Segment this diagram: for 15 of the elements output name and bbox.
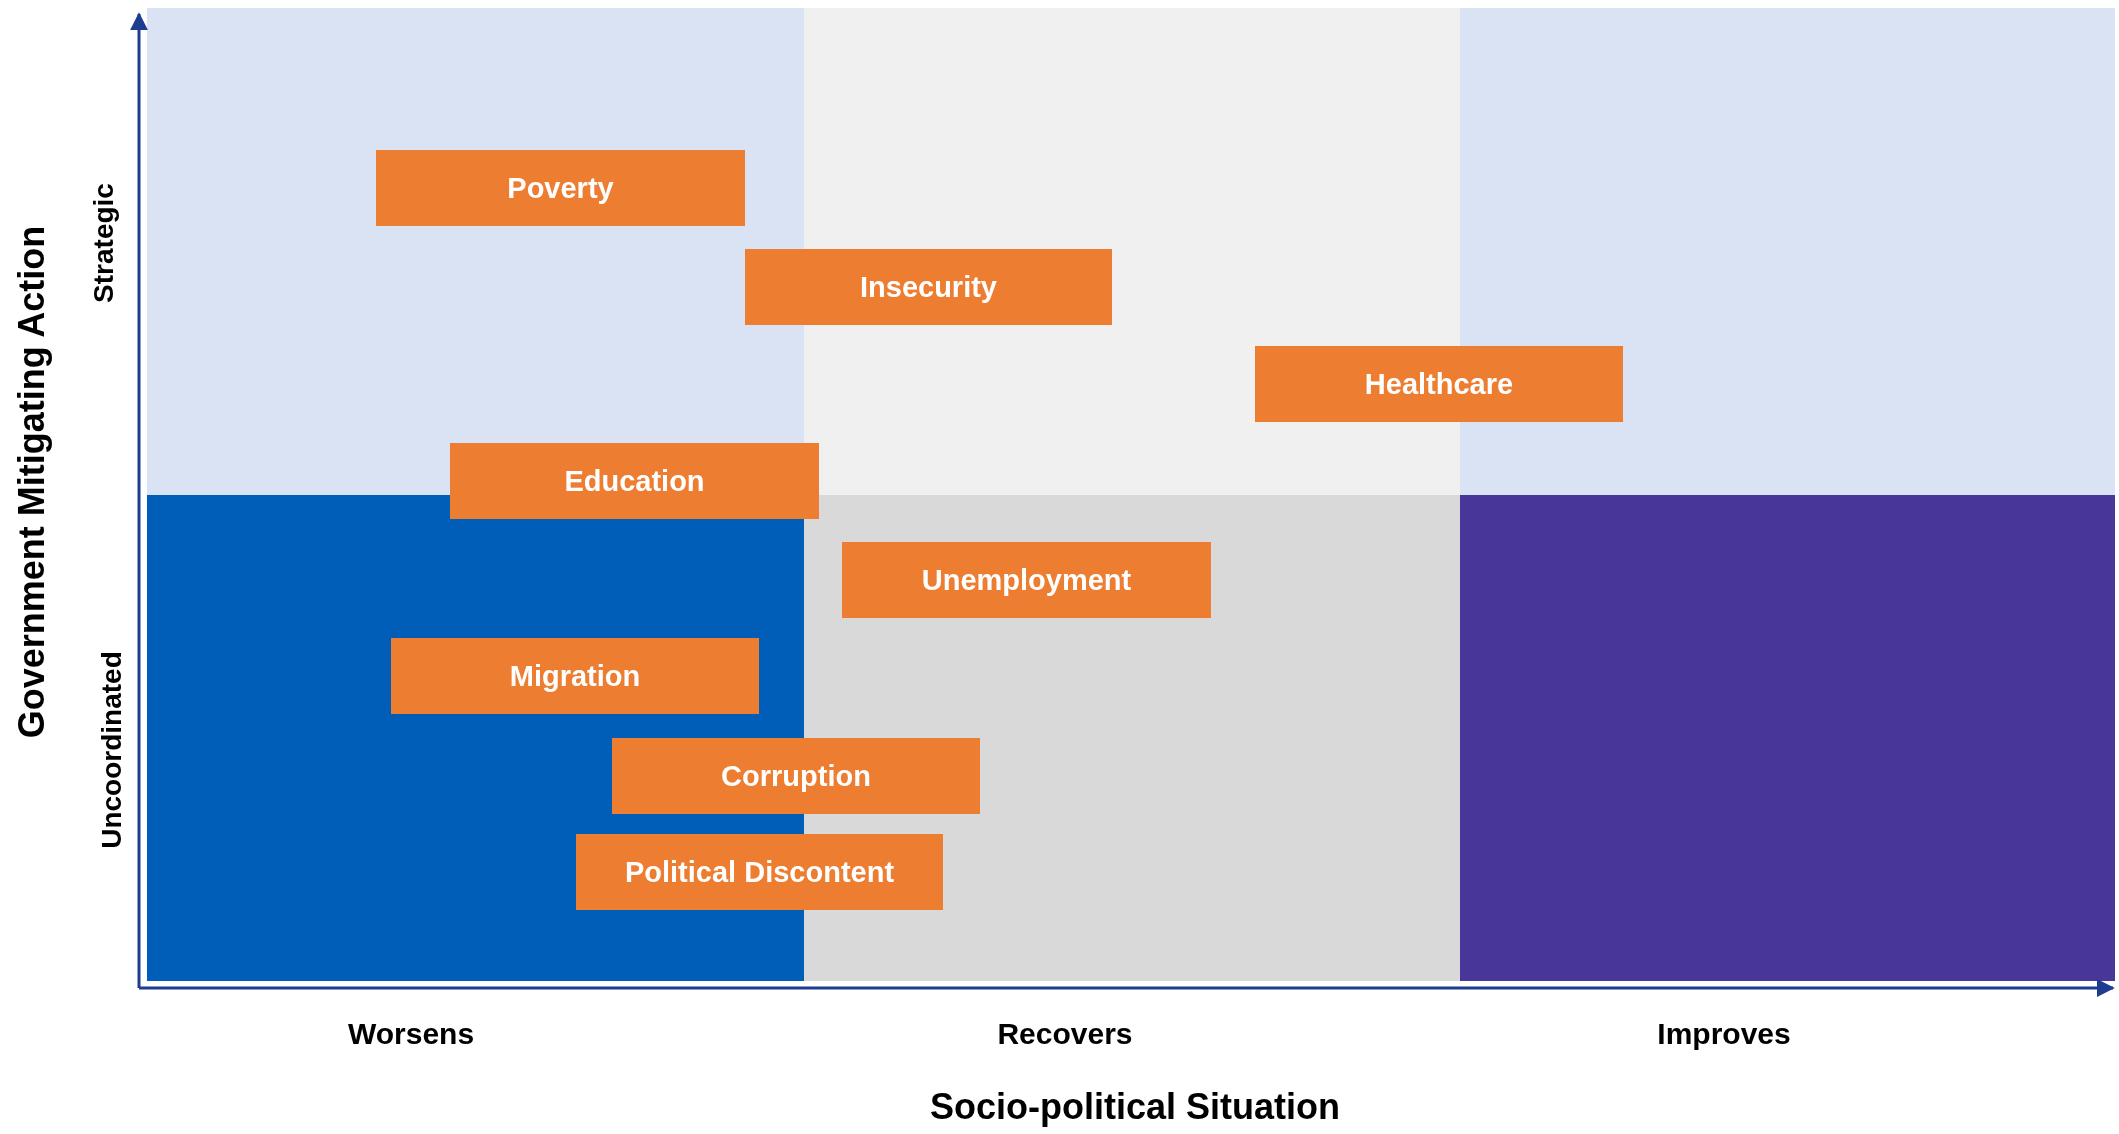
issue-box: Corruption — [612, 738, 980, 814]
issue-box: Poverty — [376, 150, 745, 226]
axis-label: Worsens — [347, 1017, 475, 1051]
axis-title: Socio-political Situation — [930, 1086, 1340, 1128]
issue-box: Healthcare — [1255, 346, 1623, 422]
axis-label: Strategic — [88, 183, 120, 303]
axis-label: Improves — [1657, 1017, 1791, 1051]
issue-box: Education — [450, 443, 819, 519]
axis-label: Uncoordinated — [96, 651, 128, 849]
issue-box: Unemployment — [842, 542, 1211, 618]
axis-title: Government Mitigating Action — [11, 225, 53, 739]
issue-box: Migration — [391, 638, 759, 714]
issue-box: Political Discontent — [576, 834, 943, 910]
axis-label: Recovers — [997, 1017, 1133, 1051]
issue-box: Insecurity — [745, 249, 1112, 325]
